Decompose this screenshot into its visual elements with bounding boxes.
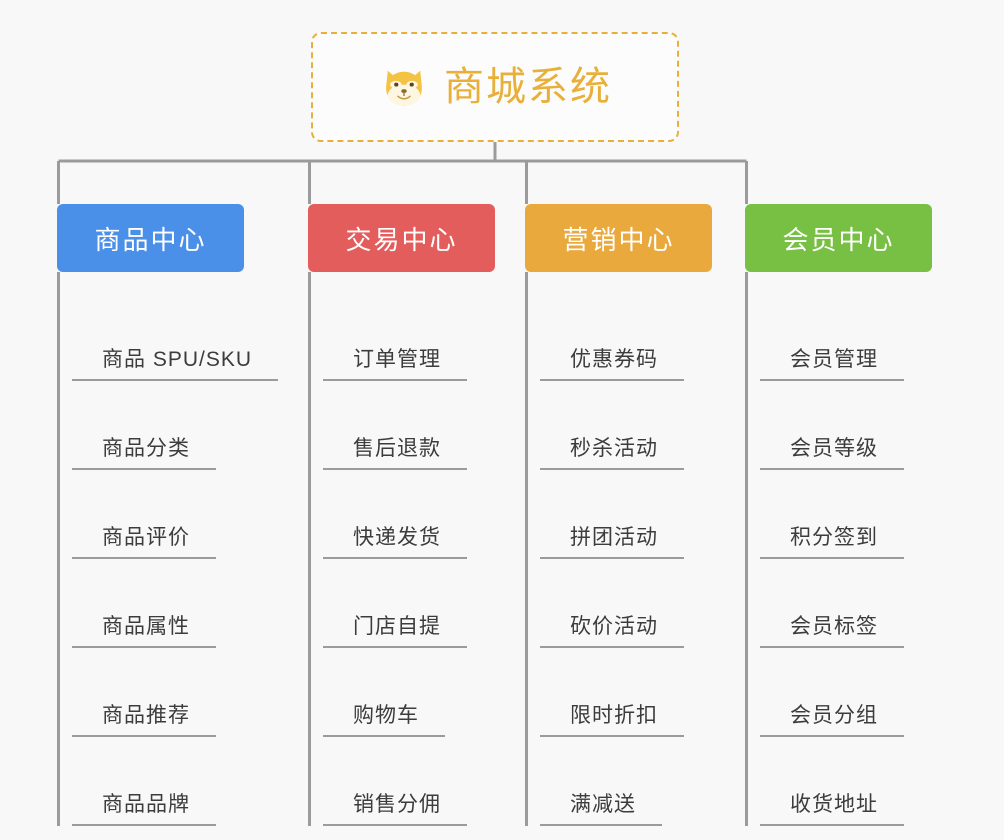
leaf-list-2: 订单管理售后退款快递发货门店自提购物车销售分佣 [308,272,495,826]
leaf-item-label: 会员等级 [760,437,904,470]
leaf-item[interactable]: 收货地址 [748,737,932,826]
leaf-item-label: 商品分类 [72,437,216,470]
branch-header-label: 商品中心 [94,224,207,255]
leaf-item[interactable]: 商品评价 [60,470,244,559]
leaf-item-label: 优惠券码 [540,348,684,381]
leaf-item[interactable]: 商品品牌 [60,737,244,826]
leaf-item-label: 会员分组 [760,704,904,737]
leaf-list-3: 优惠券码秒杀活动拼团活动砍价活动限时折扣满减送 [525,272,712,826]
leaf-item-label: 秒杀活动 [540,437,684,470]
branch-column-1: 商品中心商品 SPU/SKU 商品分类商品评价商品属性商品推荐商品品牌 [57,204,279,826]
root-title: 商城系统 [444,65,612,109]
leaf-item[interactable]: 购物车 [311,648,495,737]
leaf-item[interactable]: 订单管理 [311,292,495,381]
leaf-item-label: 积分签到 [760,526,904,559]
branch-column-4: 会员中心会员管理会员等级积分签到会员标签会员分组收货地址 [745,204,932,826]
leaf-list-4: 会员管理会员等级积分签到会员标签会员分组收货地址 [745,272,932,826]
branch-header-3[interactable]: 营销中心 [525,204,712,272]
leaf-item-label: 满减送 [540,793,662,826]
leaf-item[interactable]: 商品推荐 [60,648,244,737]
leaf-item-label: 购物车 [323,704,445,737]
leaf-item-label: 门店自提 [323,615,467,648]
branch-column-3: 营销中心优惠券码秒杀活动拼团活动砍价活动限时折扣满减送 [525,204,712,826]
leaf-item-label: 商品评价 [72,526,216,559]
branch-header-label: 营销中心 [562,224,675,255]
leaf-item[interactable]: 门店自提 [311,559,495,648]
leaf-item-label: 会员标签 [760,615,904,648]
root-node[interactable]: 商城系统 [311,32,679,142]
leaf-item-label: 商品品牌 [72,793,216,826]
leaf-list-1: 商品 SPU/SKU 商品分类商品评价商品属性商品推荐商品品牌 [57,272,279,826]
leaf-item[interactable]: 售后退款 [311,381,495,470]
branch-header-1[interactable]: 商品中心 [57,204,244,272]
leaf-item[interactable]: 会员标签 [748,559,932,648]
leaf-item-label: 砍价活动 [540,615,684,648]
branch-header-label: 交易中心 [345,224,458,255]
branch-column-2: 交易中心订单管理售后退款快递发货门店自提购物车销售分佣 [308,204,495,826]
leaf-item[interactable]: 满减送 [528,737,712,826]
leaf-item[interactable]: 优惠券码 [528,292,712,381]
leaf-item[interactable]: 限时折扣 [528,648,712,737]
branch-header-label: 会员中心 [782,224,895,255]
leaf-item-label: 收货地址 [760,793,904,826]
leaf-item-label: 商品属性 [72,615,216,648]
leaf-item[interactable]: 商品 SPU/SKU [60,292,279,381]
shiba-dog-face-icon [386,70,422,108]
branch-header-4[interactable]: 会员中心 [745,204,932,272]
leaf-item-label: 销售分佣 [323,793,467,826]
leaf-item-label: 商品 SPU/SKU [72,348,279,381]
leaf-item[interactable]: 销售分佣 [311,737,495,826]
leaf-item[interactable]: 会员管理 [748,292,932,381]
leaf-item[interactable]: 拼团活动 [528,470,712,559]
leaf-item[interactable]: 积分签到 [748,470,932,559]
leaf-item[interactable]: 秒杀活动 [528,381,712,470]
leaf-item[interactable]: 快递发货 [311,470,495,559]
leaf-item[interactable]: 商品分类 [60,381,244,470]
leaf-item-label: 会员管理 [760,348,904,381]
leaf-item-label: 限时折扣 [540,704,684,737]
leaf-item[interactable]: 会员分组 [748,648,932,737]
leaf-item[interactable]: 商品属性 [60,559,244,648]
branch-header-2[interactable]: 交易中心 [308,204,495,272]
leaf-item-label: 商品推荐 [72,704,216,737]
leaf-item-label: 快递发货 [323,526,467,559]
leaf-item[interactable]: 会员等级 [748,381,932,470]
tree-connector-path [57,142,748,204]
leaf-item-label: 拼团活动 [540,526,684,559]
leaf-item-label: 售后退款 [323,437,467,470]
leaf-item-label: 订单管理 [323,348,467,381]
leaf-item[interactable]: 砍价活动 [528,559,712,648]
